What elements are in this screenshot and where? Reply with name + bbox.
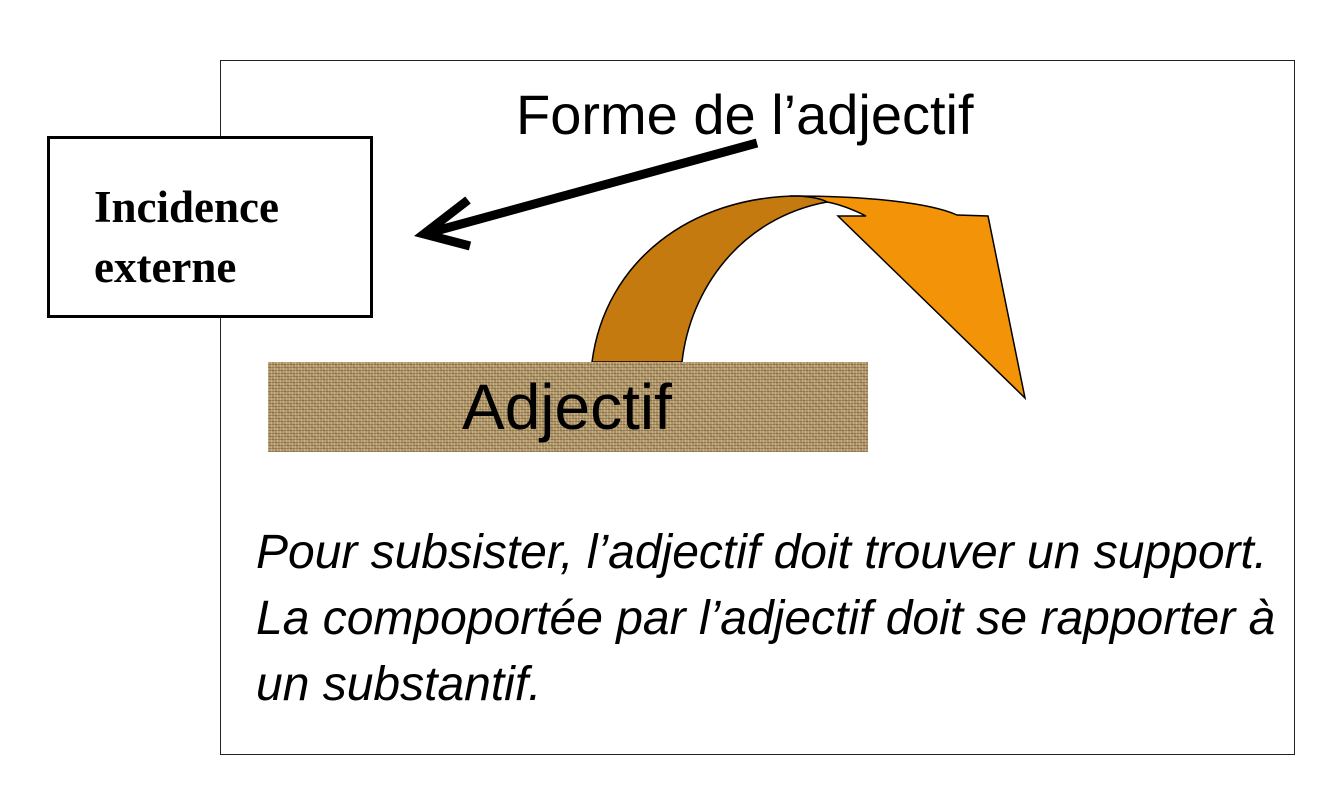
incidence-line-1: Incidence (94, 182, 279, 232)
incidence-externe-box: Incidence externe (47, 136, 373, 318)
slide-frame (220, 60, 1295, 755)
incidence-line-2: externe (94, 242, 237, 292)
diagram-title: Forme de l’adjectif (516, 83, 974, 146)
black-arrow (413, 138, 759, 251)
explanation-paragraph: Pour subsister, l’adjectif doit trouver … (256, 526, 1276, 711)
curved-arrow-band (591, 195, 830, 363)
adjective-label: Adjectif (462, 371, 672, 443)
curved-arrow-head (789, 195, 1027, 401)
adjective-texture-bar (268, 362, 868, 452)
